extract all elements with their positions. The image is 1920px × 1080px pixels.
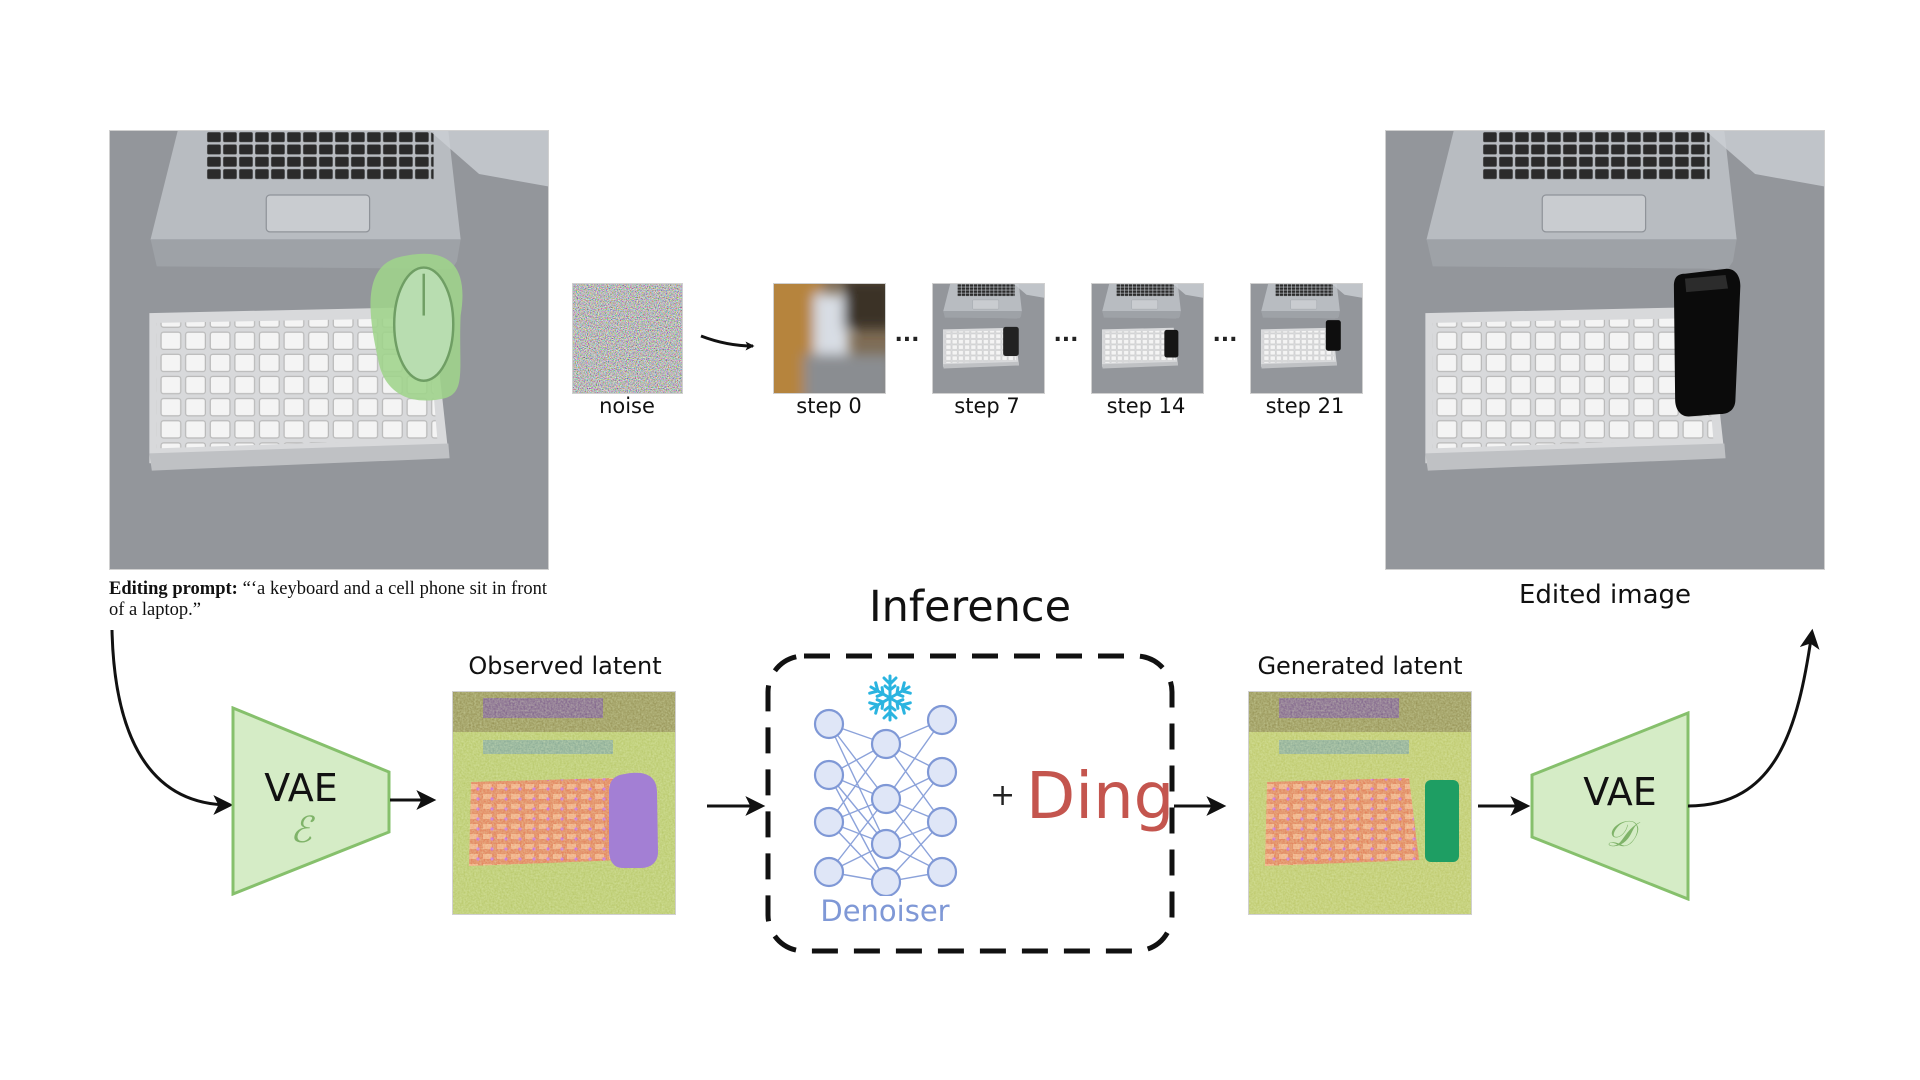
step-thumbnail	[1250, 283, 1363, 394]
observed-latent-label: Observed latent	[468, 652, 662, 680]
encoder-symbol: ℰ	[290, 810, 312, 851]
observed-latent	[452, 691, 676, 915]
step-thumbnail	[932, 283, 1045, 394]
denoiser-label: Denoiser	[820, 894, 950, 928]
step-label: noise	[599, 394, 655, 418]
arrow-right-icon	[707, 796, 766, 816]
edited-image	[1385, 130, 1825, 570]
denoiser-network	[813, 704, 958, 896]
step-thumbnail	[1091, 283, 1204, 394]
generated-latent-label: Generated latent	[1257, 652, 1463, 680]
ellipsis: ...	[1212, 322, 1238, 347]
arrow-right-icon	[1478, 796, 1531, 816]
step-thumbnail	[773, 283, 886, 394]
generated-latent	[1248, 691, 1472, 915]
plus-sign: +	[990, 778, 1016, 813]
arrow-right-icon	[700, 334, 755, 351]
snowflake-icon	[866, 674, 914, 722]
decoder-symbol: 𝒟	[1605, 814, 1635, 855]
arrow-right-icon	[1174, 796, 1227, 816]
latent-mask	[609, 772, 658, 868]
curved-arrow-icon	[1687, 628, 1820, 808]
step-label: step 7	[954, 394, 1020, 418]
step-label: step 14	[1106, 394, 1186, 418]
encoder-name: VAE	[264, 766, 338, 810]
ellipsis: ...	[1053, 322, 1079, 347]
ellipsis: ...	[894, 322, 920, 347]
ding-label: Ding	[1026, 760, 1175, 834]
step-label: step 21	[1265, 394, 1345, 418]
editing-prompt: Editing prompt: “‘a keyboard and a cell …	[109, 579, 548, 620]
inference-title: Inference	[868, 582, 1072, 632]
output-label: Edited image	[1518, 580, 1692, 610]
arrow-right-icon	[390, 790, 437, 810]
decoder-name: VAE	[1583, 770, 1657, 814]
latent-phone	[1425, 780, 1459, 862]
vae-decoder	[1530, 711, 1690, 901]
noise-thumbnail	[572, 283, 683, 394]
curved-arrow-icon	[110, 629, 234, 815]
vae-encoder	[231, 706, 391, 896]
input-image	[109, 130, 549, 570]
step-label: step 0	[796, 394, 862, 418]
